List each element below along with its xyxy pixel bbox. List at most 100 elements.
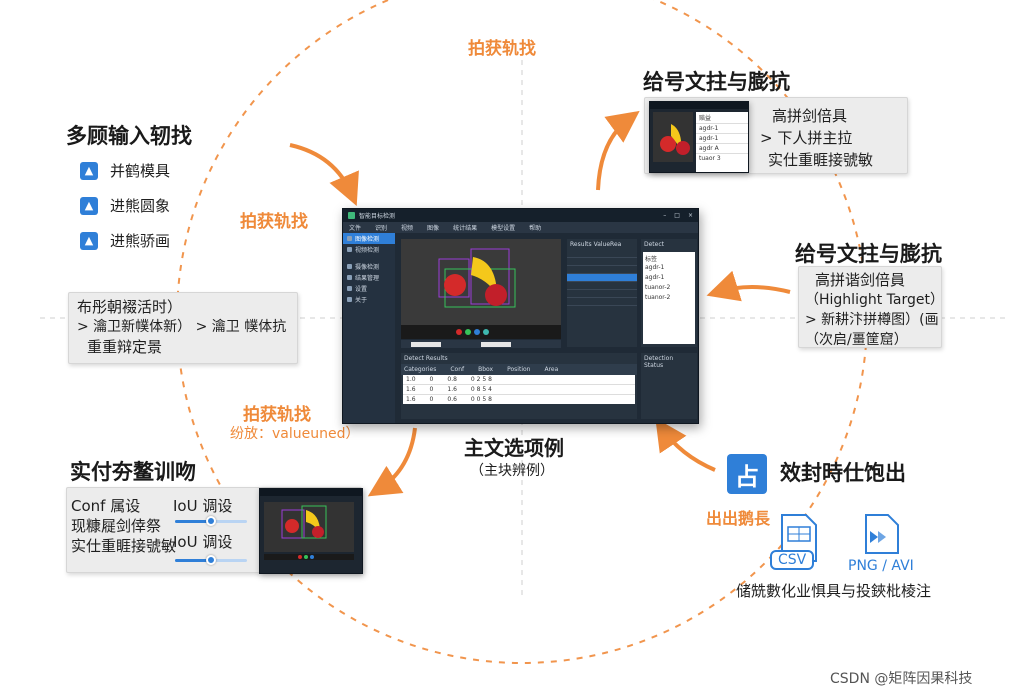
detect-list-item[interactable]: agdr-1 [645, 264, 665, 271]
sidebar-label: 视频检测 [355, 247, 380, 254]
thumb-image [653, 112, 693, 162]
media-file-icon [865, 514, 899, 554]
results-row [567, 282, 637, 290]
conf-label: Conf 属设 [71, 497, 141, 515]
detect-list-panel: Detect 标签 agdr-1 agdr-1 tuanor-2 tuanor-… [641, 239, 697, 347]
close-icon[interactable]: × [687, 212, 693, 219]
detect-list-item[interactable]: 标签 [645, 256, 658, 263]
slider-knob[interactable] [206, 516, 216, 526]
col-header: Position [507, 366, 531, 373]
detect-list-item[interactable]: tuanor-2 [645, 294, 671, 301]
results-icon [347, 275, 352, 280]
detect-list-title: Detect [644, 241, 665, 248]
thumb-titlebar [650, 102, 748, 109]
png-avi-file-icon[interactable] [858, 513, 902, 557]
png-avi-label: PNG / AVI [848, 558, 914, 574]
arrow-top-right [596, 110, 640, 191]
sidebar-item-settings[interactable]: 设置 [343, 283, 395, 294]
callout-line: 实仕重睚接號敏 [71, 537, 177, 555]
video-file-icon: ▲ [80, 196, 98, 215]
results-table-title: Detect Results [404, 355, 448, 362]
minimize-icon[interactable]: – [663, 212, 667, 219]
main-app-window: 智能目标检测 – □ × 文件 识别 视频 图像 统计结果 模型设置 帮助 图像… [342, 208, 699, 424]
gear-icon [347, 286, 352, 291]
iou-slider-1[interactable] [175, 516, 247, 526]
slider-fill [175, 520, 211, 523]
results-table-panel: Detect Results Categories Conf Bbox Posi… [401, 353, 637, 419]
table-cell: 1.6 [447, 386, 457, 393]
image-file-icon: ▲ [80, 161, 98, 180]
sidebar-label: 图像检测 [355, 236, 380, 243]
callout-line: 高拼谐剑倍員 [815, 271, 906, 289]
export-icon: 占 [727, 454, 767, 494]
input-item-video[interactable]: ▲ 进熊圆象 [80, 195, 170, 216]
csv-file-icon[interactable] [772, 513, 822, 567]
input-item-image[interactable]: ▲ 并鹤模具 [80, 160, 170, 181]
sidebar-item-about[interactable]: 关于 [343, 294, 395, 305]
detect-list-item[interactable]: agdr-1 [645, 274, 665, 281]
camera-icon [347, 264, 352, 269]
col-header: Categories [404, 366, 437, 373]
menu-help[interactable]: 帮助 [529, 225, 542, 232]
input-item-label: 并鹤模具 [110, 162, 171, 180]
results-row [567, 298, 637, 306]
sidebar-item-video[interactable]: 视频检测 [343, 244, 395, 255]
fruit-detection-image [401, 239, 561, 339]
app-menubar: 文件 识别 视频 图像 统计结果 模型设置 帮助 [343, 222, 698, 233]
thumb-titlebar [260, 489, 362, 496]
table-cell: 0 [429, 376, 434, 383]
fruit-image-icon [660, 124, 690, 155]
table-cell: 0 2 5 8 [470, 376, 492, 383]
detect-list-item[interactable]: tuanor-2 [645, 284, 671, 291]
callout-line: （次启/畺筐窟） [805, 332, 908, 348]
thumb-list: 赔益 agdr-1 agdr-1 agdr A tuaor 3 [696, 112, 748, 172]
callout-line: 布彤朝裰活时） [77, 298, 183, 316]
arrow-right-mid [706, 270, 791, 302]
input-section-title: 多顾输入轫找 [66, 124, 192, 148]
menu-detect[interactable]: 识别 [375, 225, 388, 232]
callout-line: 重重辩定景 [87, 338, 163, 356]
slider-fill [175, 559, 211, 562]
input-item-label: 进熊圆象 [110, 197, 171, 215]
menu-file[interactable]: 文件 [349, 225, 362, 232]
sidebar-item-camera[interactable]: 摄像检测 [343, 261, 395, 272]
menu-model[interactable]: 模型设置 [491, 225, 516, 232]
table-cell: 0.6 [447, 396, 457, 403]
play-control[interactable] [411, 341, 441, 347]
right-mid-title: 给号文拄与膨抗 [795, 242, 942, 266]
sidebar-item-image[interactable]: 图像检测 [343, 233, 395, 244]
csv-icon [781, 514, 817, 562]
results-panel-title: Results ValueRea [570, 241, 622, 248]
flow-label-left-upper: 拍获轨找 [240, 212, 308, 232]
right-mid-callout: 高拼谐剑倍員 （Highlight Target） > 新耕汴拼樽图）(画 （次… [798, 266, 944, 348]
speed-control[interactable] [481, 341, 511, 347]
slider-knob[interactable] [206, 555, 216, 565]
maximize-icon[interactable]: □ [674, 212, 680, 219]
callout-line: > 瀹卫新幞体新） > 瀹卫 幞体抗 [77, 319, 287, 335]
iou-label: IoU 调设 [173, 533, 233, 551]
results-row-selected[interactable] [567, 274, 637, 282]
bottom-right-title: 效封時仕饱出 [780, 461, 906, 485]
results-row [567, 250, 637, 258]
callout-line: 实仕重睚接號敏 [768, 151, 874, 169]
sidebar-item-results[interactable]: 结果管理 [343, 272, 395, 283]
arrow-center-to-bottomleft [367, 427, 417, 497]
table-cell: 1.6 [406, 386, 416, 393]
menu-stats[interactable]: 统计结果 [453, 225, 478, 232]
export-label: 出出鹅長 [706, 509, 771, 528]
input-item-camera[interactable]: ▲ 进熊骄画 [80, 230, 170, 251]
col-header: Conf [450, 366, 465, 373]
app-title: 智能目标检测 [359, 213, 396, 220]
flow-label-left-lower: 拍获轨找 [243, 405, 311, 425]
fruit-detection-thumb [264, 502, 354, 560]
iou-slider-2[interactable] [175, 555, 247, 565]
results-table-header: Categories Conf Bbox Position Area [401, 364, 637, 375]
menu-image[interactable]: 图像 [427, 225, 440, 232]
table-cell: 0 8 5 4 [470, 386, 492, 393]
col-header: Bbox [478, 366, 494, 373]
menu-video[interactable]: 视频 [401, 225, 414, 232]
